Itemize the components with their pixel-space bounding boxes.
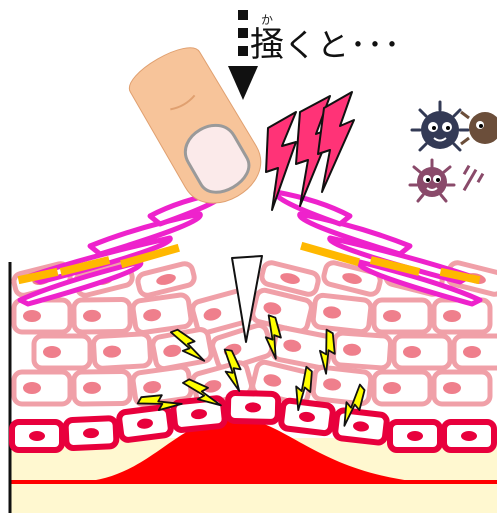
flat-cell	[136, 262, 196, 297]
cell-nucleus	[23, 382, 41, 394]
germ-icon	[457, 166, 483, 195]
basal-cell	[335, 410, 388, 443]
epidermis-cell	[14, 300, 70, 332]
cell-nucleus	[443, 382, 461, 394]
epidermis-cell	[93, 334, 151, 369]
epidermis-cell	[333, 333, 391, 369]
caption: か 掻 くと･･･	[250, 14, 401, 63]
cell-nucleus	[383, 310, 401, 322]
germ-icon	[412, 102, 468, 150]
cell-nucleus	[43, 346, 61, 358]
epidermis-cell	[74, 299, 130, 332]
cell-nucleus	[403, 346, 421, 358]
cell-nucleus	[443, 310, 461, 322]
cell-nucleus	[29, 431, 45, 441]
basal-cell	[228, 393, 279, 422]
caption-kanji: 掻	[250, 27, 284, 63]
cell-nucleus	[383, 382, 401, 394]
epidermis-cell	[374, 372, 430, 404]
basal-cell	[65, 418, 116, 448]
germ-icon	[410, 160, 454, 201]
basal-cell	[12, 422, 62, 450]
basal-cell	[390, 422, 440, 450]
cell-nucleus	[463, 346, 481, 358]
pain-lightning-icon	[266, 92, 354, 210]
basal-cell	[118, 407, 171, 441]
epidermis-cell	[74, 371, 130, 404]
basal-cell	[280, 400, 333, 434]
epidermis-cell	[454, 336, 497, 368]
epidermis-cell	[374, 300, 430, 332]
basal-cell	[444, 422, 494, 450]
epidermis-cell	[312, 295, 371, 333]
epidermis-cell	[394, 336, 450, 368]
cell-nucleus	[23, 310, 41, 322]
cell-nucleus	[461, 431, 477, 441]
caption-text: くと･･･	[284, 27, 401, 63]
epidermis-cell	[434, 300, 490, 332]
epidermis-cell	[34, 336, 90, 368]
cell-nucleus	[407, 431, 423, 441]
germ-icon	[461, 112, 497, 144]
epidermis-cell	[132, 294, 192, 334]
epidermis-cell	[434, 372, 490, 404]
epidermis-cell	[14, 372, 70, 404]
